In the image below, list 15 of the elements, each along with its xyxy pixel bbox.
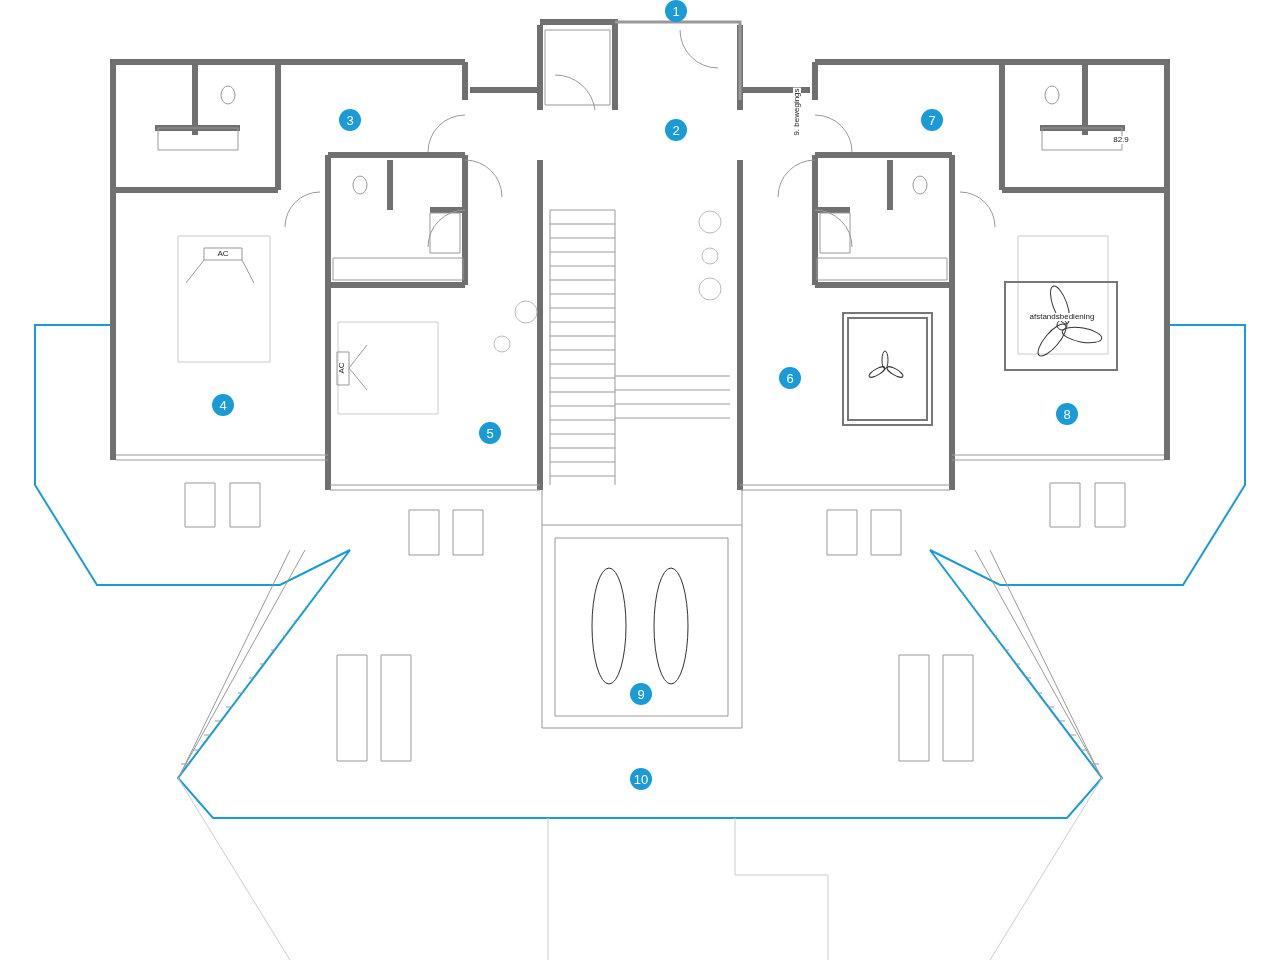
callout-number: 3	[339, 109, 361, 131]
callout-number: 2	[665, 119, 687, 141]
plan-note: 9. bewegings	[793, 87, 801, 137]
callout-number: 1	[665, 0, 687, 22]
callout-number: 4	[212, 394, 234, 416]
callout-number: 9	[630, 683, 652, 705]
plan-note: 82.9	[1112, 136, 1130, 144]
callout-number: 6	[779, 367, 801, 389]
plan-note: AC	[216, 250, 230, 258]
callout-number: 8	[1056, 403, 1078, 425]
callout-number: 10	[630, 768, 652, 790]
callout-number: 7	[921, 109, 943, 131]
callout-number: 5	[479, 422, 501, 444]
plan-note: AC	[338, 361, 346, 375]
plan-note: afstandsbediening	[1028, 313, 1096, 321]
